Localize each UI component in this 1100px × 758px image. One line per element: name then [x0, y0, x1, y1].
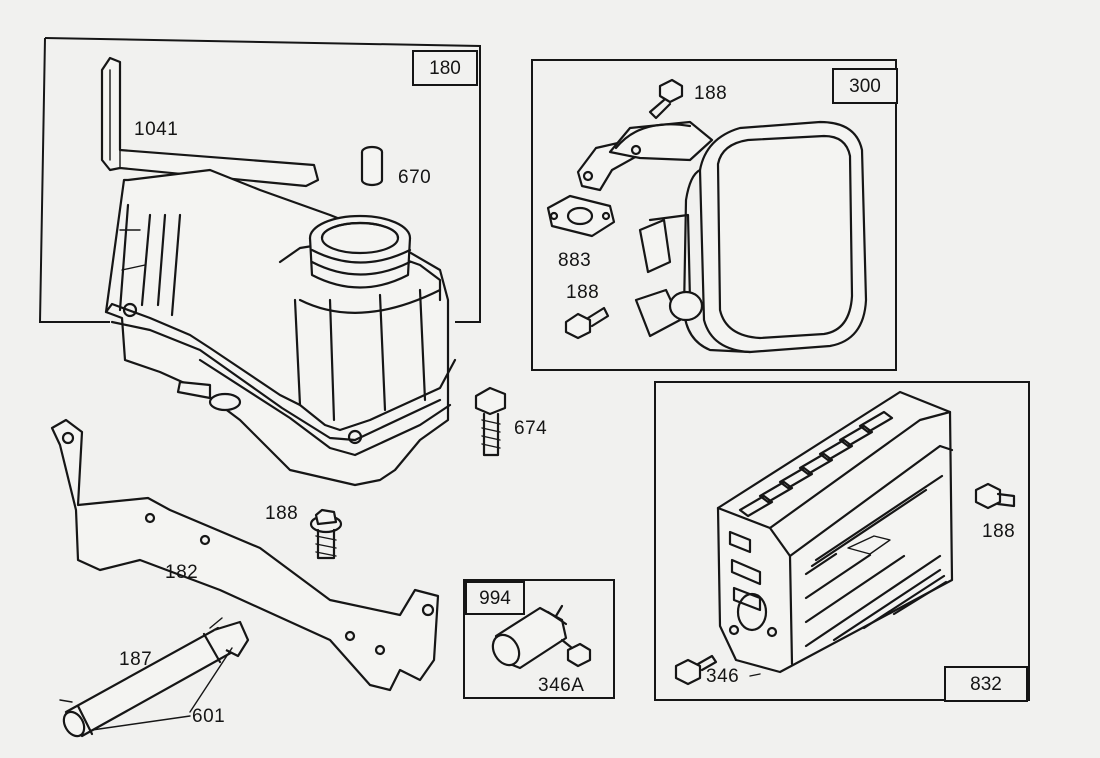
- bushing-part: [360, 145, 384, 187]
- part-label-187: 187: [119, 649, 153, 670]
- part-label-182: 182: [165, 562, 199, 583]
- muffler-guard: [716, 390, 954, 674]
- muffler-group-frame: [531, 59, 897, 371]
- tank-mounting-bracket: [50, 418, 440, 692]
- spark-arrestor-group-frame: [463, 579, 615, 699]
- fuel-line: [59, 617, 250, 738]
- part-label-670: 670: [398, 167, 432, 188]
- tank-strap-bracket: [100, 56, 320, 188]
- clamp-leader-lines: [91, 647, 233, 731]
- fuel-tank: [104, 168, 457, 487]
- spark-arrestor: [491, 604, 568, 670]
- part-label-188-muffler-top: 188: [694, 83, 728, 104]
- muffler-guard-group-frame: [654, 381, 1030, 701]
- group-832-label: 832: [944, 666, 1028, 702]
- fuel-tank-group-frame: [38, 37, 481, 323]
- guard-bottom-screw: [674, 654, 718, 686]
- part-label-188-bracket: 188: [265, 503, 299, 524]
- group-994-label: 994: [465, 581, 525, 615]
- leader-346: [749, 673, 761, 677]
- muffler-body: [634, 120, 868, 354]
- group-300-label: 300: [832, 68, 898, 104]
- muffler-top-screw: [648, 78, 684, 120]
- part-label-188-guard: 188: [982, 521, 1016, 542]
- muffler-lower-screw: [564, 306, 610, 340]
- part-label-346: 346: [706, 666, 740, 687]
- part-label-674: 674: [514, 418, 548, 439]
- part-label-188-muffler-bottom: 188: [566, 282, 600, 303]
- group-180-label: 180: [412, 50, 478, 86]
- part-label-883: 883: [558, 250, 592, 271]
- exhaust-gasket: [546, 194, 616, 238]
- exhaust-elbow: [576, 120, 714, 192]
- part-label-346a: 346A: [538, 675, 585, 696]
- guard-screw: [974, 482, 1016, 510]
- tank-mount-screw: [474, 386, 507, 457]
- arrestor-screw: [560, 638, 592, 668]
- bracket-screw: [309, 508, 343, 560]
- part-label-601: 601: [192, 706, 226, 727]
- part-label-1041: 1041: [134, 119, 179, 140]
